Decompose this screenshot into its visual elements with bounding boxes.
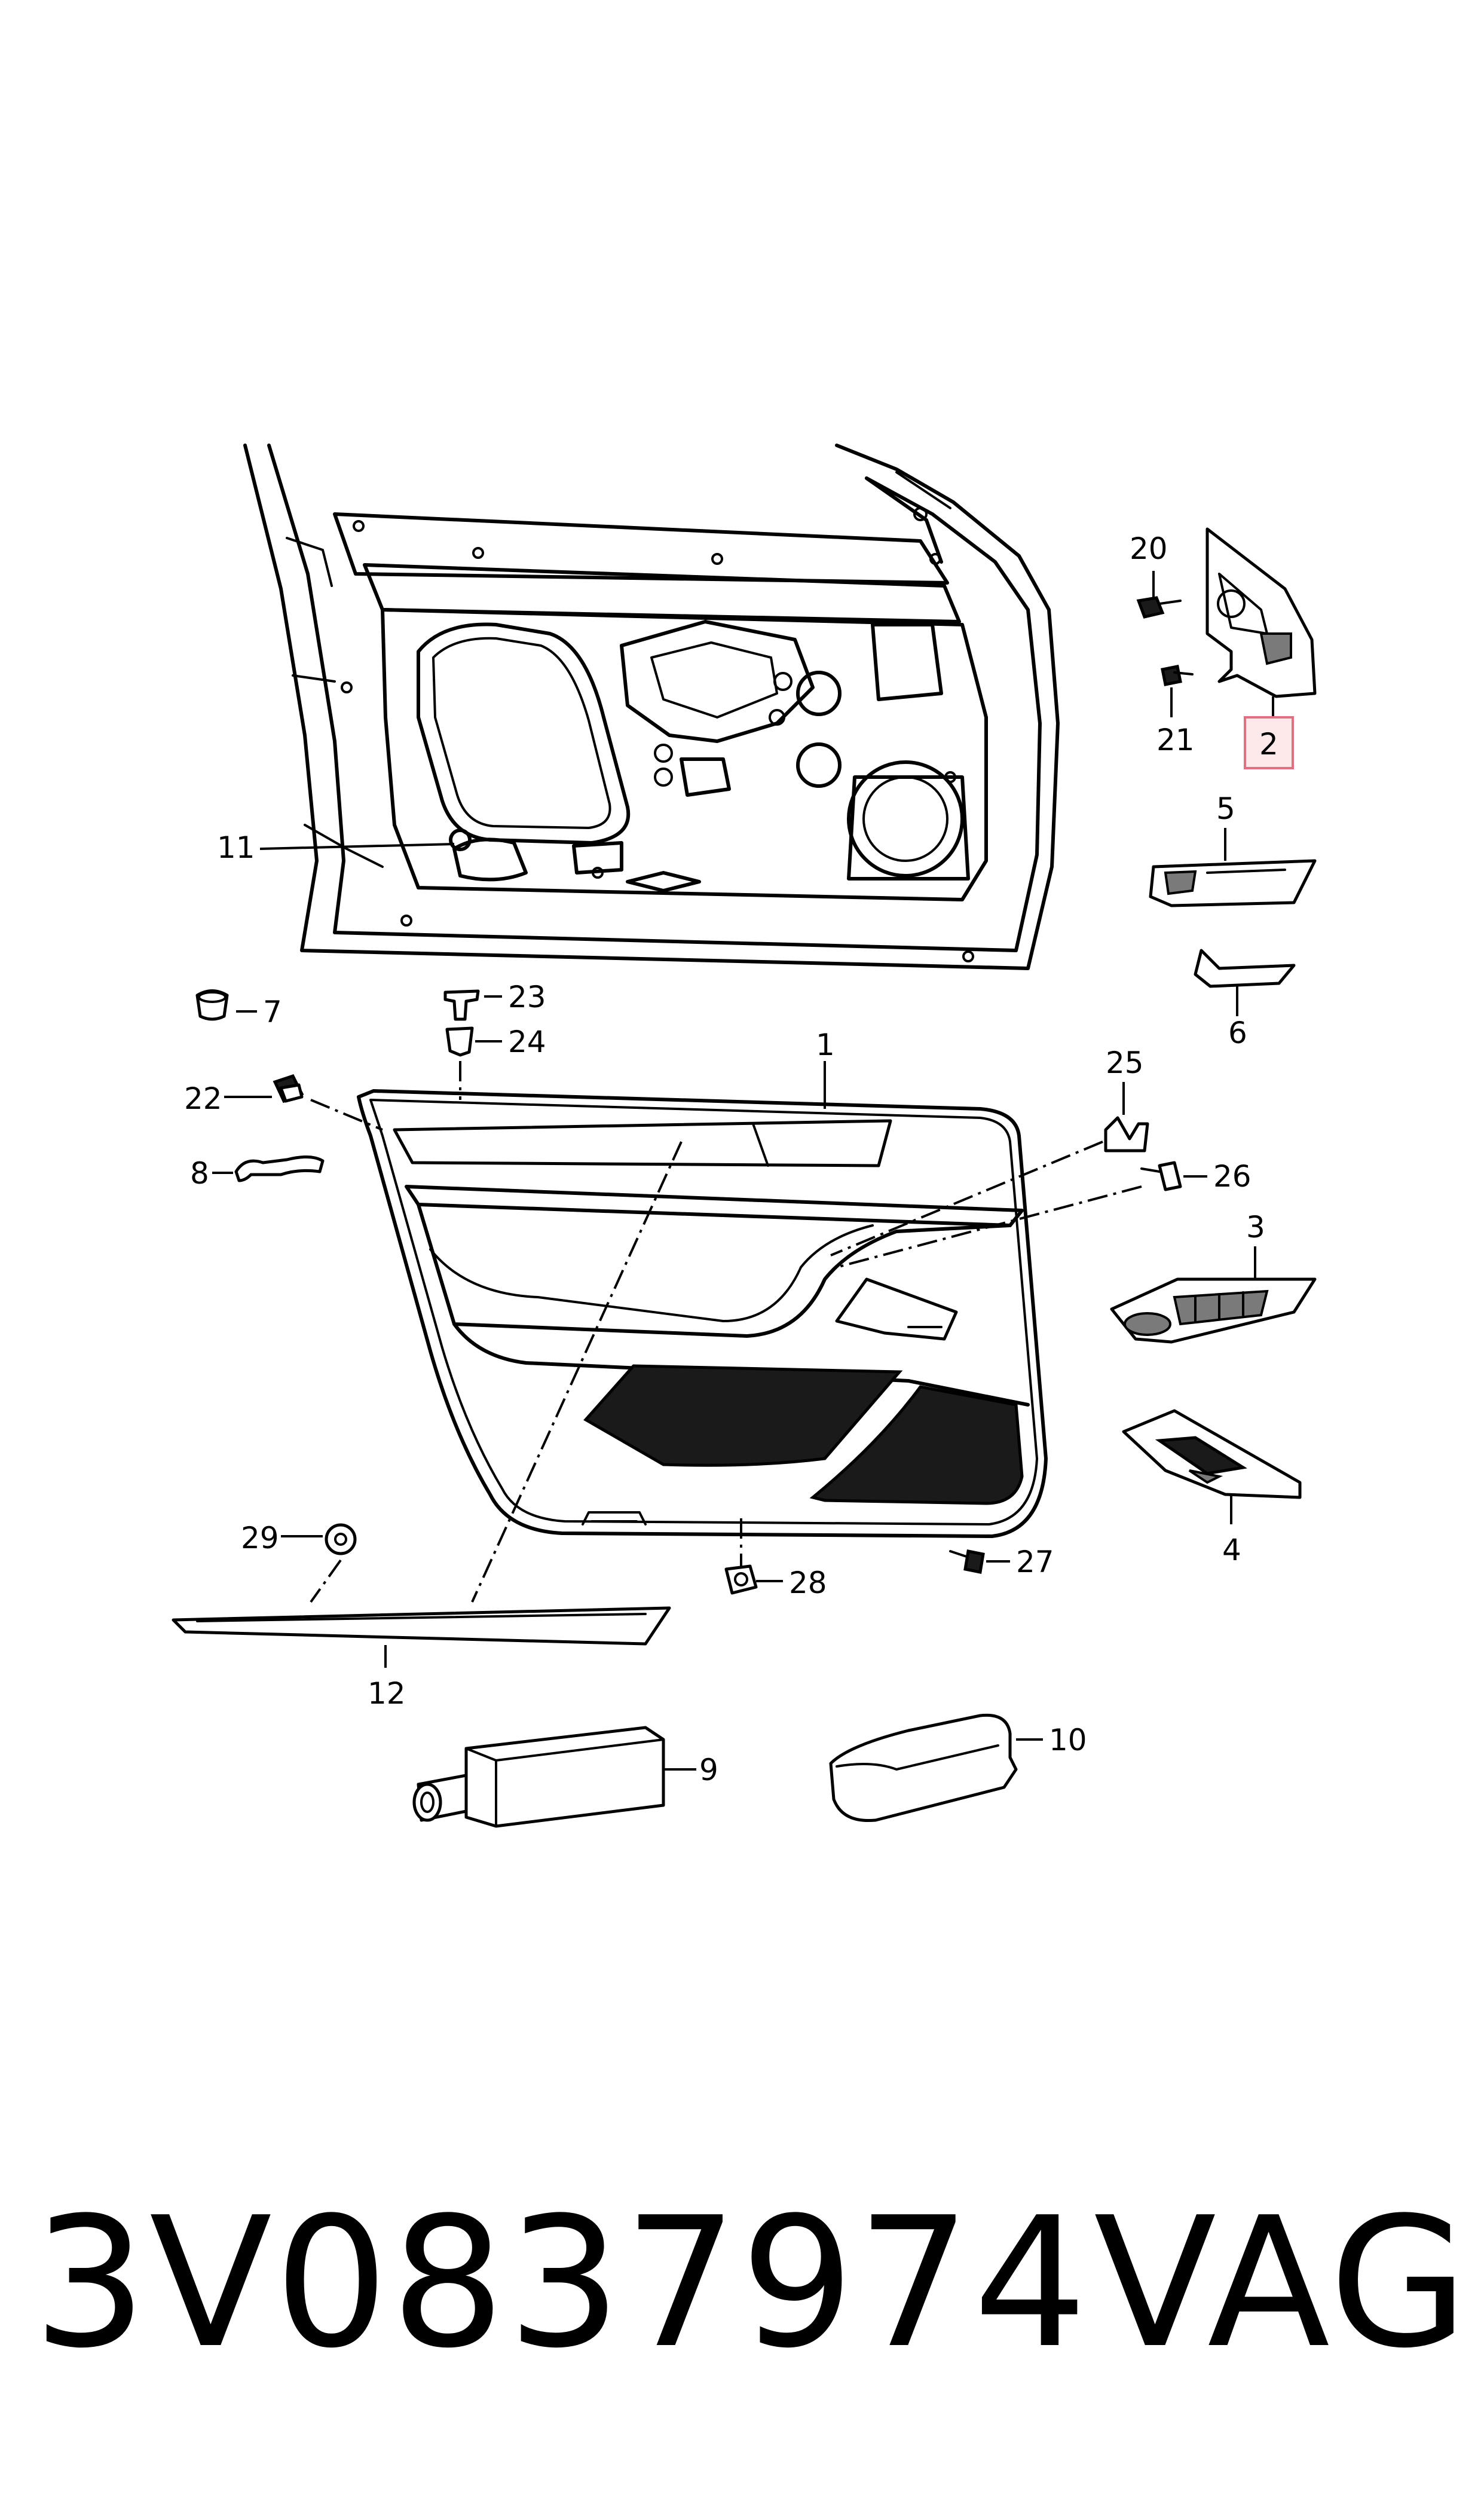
callout-1: 1 [816, 1028, 835, 1062]
item-6-trim-piece [1194, 949, 1296, 988]
callout-27: 27 [1016, 1545, 1054, 1579]
callout-20: 20 [1130, 531, 1168, 566]
callout-5: 5 [1216, 791, 1235, 826]
callout-8: 8 [190, 1156, 209, 1191]
item-7-clip [195, 989, 229, 1021]
callout-9: 9 [699, 1753, 718, 1787]
item-8-cable [234, 1155, 325, 1182]
brand-name: VAG [1094, 2179, 1471, 2387]
callout-25: 25 [1106, 1045, 1144, 1080]
caption-bar: 3V0837974 VAG [0, 2176, 1484, 2391]
item-10-pad [829, 1713, 1018, 1823]
callout-4: 4 [1222, 1533, 1241, 1567]
callout-11: 11 [217, 830, 255, 865]
item-24-clip [445, 1026, 474, 1057]
door-frame-drawing [243, 444, 1060, 970]
item-12-trim-strip [172, 1606, 671, 1646]
item-1-door-trim-panel [310, 1061, 1142, 1603]
callout-2: 2 [1259, 727, 1278, 762]
item-5-trim-strip [1149, 859, 1317, 907]
item-26-screw [1140, 1161, 1182, 1191]
part-number: 3V0837974 [33, 2179, 1090, 2387]
callout-22: 22 [184, 1081, 222, 1116]
item-28-nut [724, 1564, 758, 1595]
callout-26: 26 [1213, 1159, 1252, 1194]
item-4-switch-bezel [1122, 1409, 1302, 1499]
callout-21: 21 [1156, 723, 1195, 757]
callout-2-highlight [1244, 716, 1294, 769]
item-2-mirror-trim [1205, 527, 1317, 698]
callout-12: 12 [368, 1676, 406, 1711]
callout-23: 23 [508, 980, 546, 1014]
callout-7: 7 [263, 995, 282, 1029]
callout-6: 6 [1228, 1016, 1247, 1050]
item-23-clip [443, 989, 480, 1021]
item-29-nut [325, 1523, 357, 1555]
callout-3: 3 [1246, 1210, 1265, 1245]
item-22-screw [273, 1074, 304, 1103]
callout-24: 24 [508, 1025, 546, 1059]
screw-21 [1161, 665, 1194, 717]
screw-20 [1136, 571, 1182, 619]
item-9-module [412, 1726, 665, 1828]
callout-28: 28 [789, 1566, 827, 1600]
item-27-screw [949, 1549, 985, 1574]
callout-29: 29 [241, 1521, 279, 1555]
callout-10: 10 [1049, 1723, 1087, 1757]
item-25-clip [1104, 1116, 1149, 1152]
item-3-switch-bezel [1110, 1277, 1317, 1344]
